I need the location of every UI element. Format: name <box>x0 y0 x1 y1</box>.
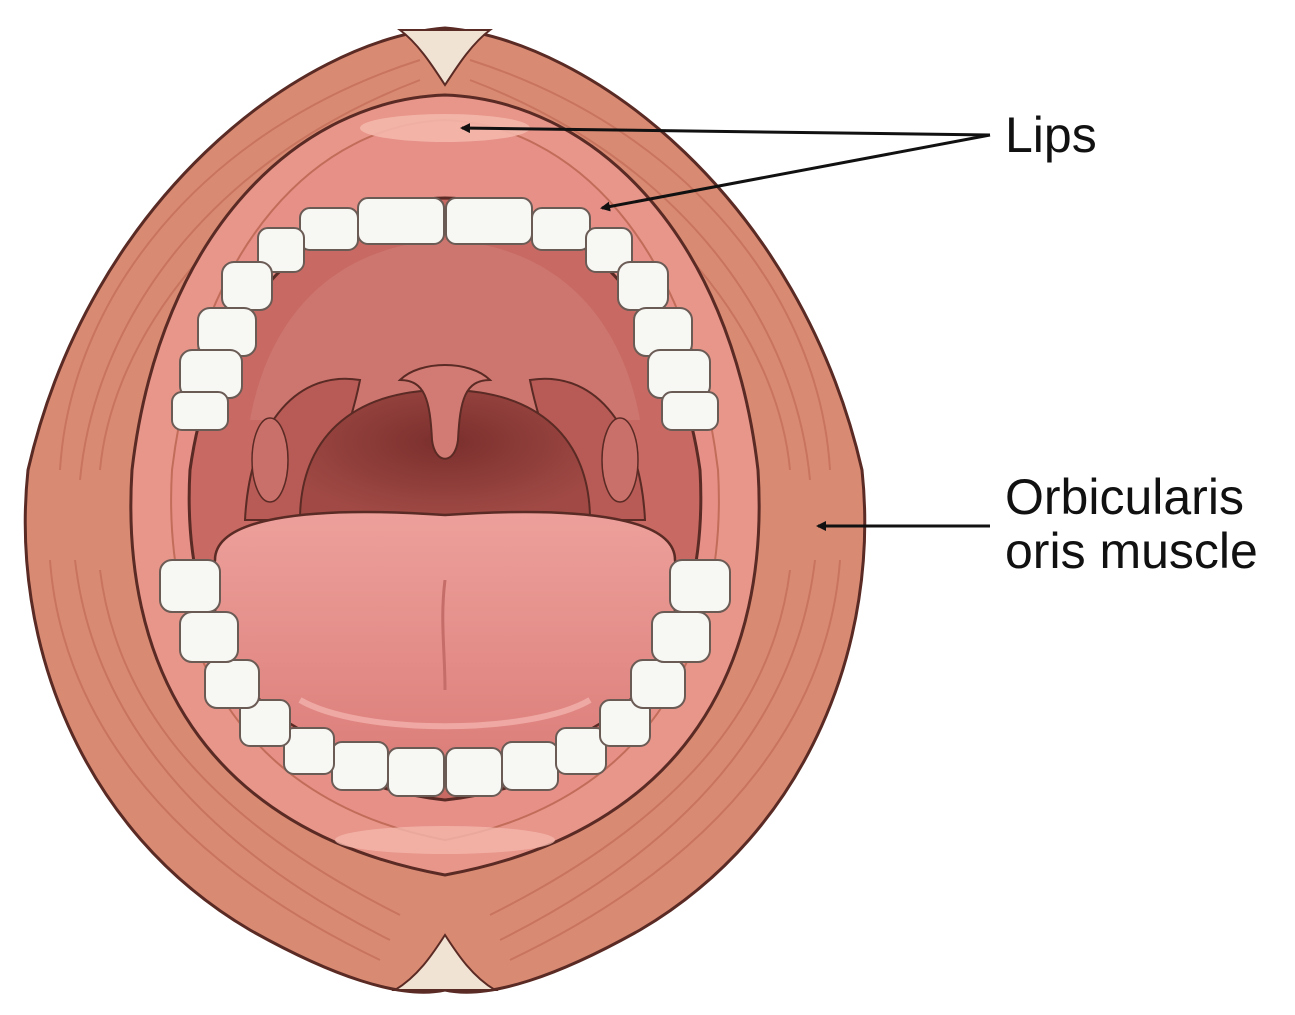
orbicularis-oris-label: Orbicularis oris muscle <box>1005 470 1258 578</box>
orbicularis-label-line1: Orbicularis <box>1005 470 1258 524</box>
lips-label: Lips <box>1005 108 1097 162</box>
orbicularis-label-line2: oris muscle <box>1005 524 1258 578</box>
